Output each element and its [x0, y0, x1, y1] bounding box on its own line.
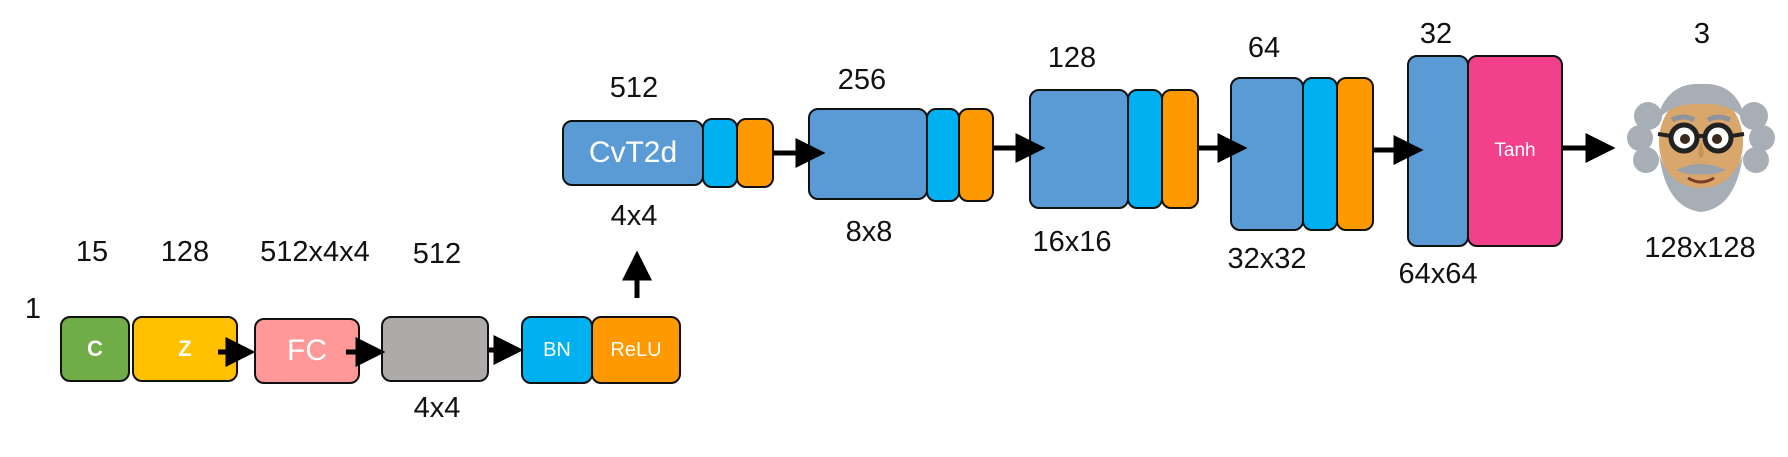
- tanh-block-label: Tanh: [1494, 140, 1536, 161]
- fc-block-label: FC: [287, 334, 327, 367]
- relu-block: ReLU: [591, 316, 681, 384]
- stage1-conv-block: CvT2d: [562, 120, 704, 186]
- relu-block-label: ReLU: [610, 338, 662, 361]
- reshape-block: [381, 316, 489, 382]
- stage2-size-label: 8x8: [845, 216, 893, 248]
- stage3-relu-block: [1161, 89, 1199, 209]
- c-block: C: [60, 316, 130, 382]
- c-block-label: C: [87, 336, 103, 361]
- z-block: Z: [132, 316, 238, 382]
- stage4-channels-label: 64: [1247, 32, 1281, 64]
- fc-shape-label: 512x4x4: [260, 236, 370, 268]
- stage4-relu-block: [1336, 77, 1374, 231]
- z-channels-label: 128: [160, 236, 210, 268]
- stage3-size-label: 16x16: [1032, 226, 1112, 258]
- output-channels-label: 3: [1693, 18, 1711, 50]
- stage2-bn-block: [926, 108, 960, 202]
- batch-label: 1: [24, 293, 42, 325]
- final-size-label: 64x64: [1398, 258, 1478, 290]
- stage2-channels-label: 256: [837, 64, 887, 96]
- output-size-label: 128x128: [1644, 232, 1756, 264]
- reshape-channels-label: 512: [412, 238, 462, 270]
- z-block-label: Z: [178, 336, 192, 361]
- stage2-relu-block: [958, 108, 994, 202]
- stage1-channels-label: 512: [609, 72, 659, 104]
- stage1-relu-block: [736, 118, 774, 188]
- stage3-channels-label: 128: [1047, 42, 1097, 74]
- bn-block-label: BN: [543, 338, 571, 361]
- c-channels-label: 15: [75, 236, 109, 268]
- stage4-size-label: 32x32: [1227, 243, 1307, 275]
- stage2-conv-block: [808, 108, 928, 200]
- reshape-size-label: 4x4: [413, 392, 461, 424]
- final-channels-label: 32: [1419, 18, 1453, 50]
- cartoon-face-icon: [1627, 83, 1775, 212]
- stage1-size-label: 4x4: [610, 200, 658, 232]
- tanh-block: Tanh: [1467, 55, 1563, 247]
- stage1-conv-label: CvT2d: [588, 136, 678, 169]
